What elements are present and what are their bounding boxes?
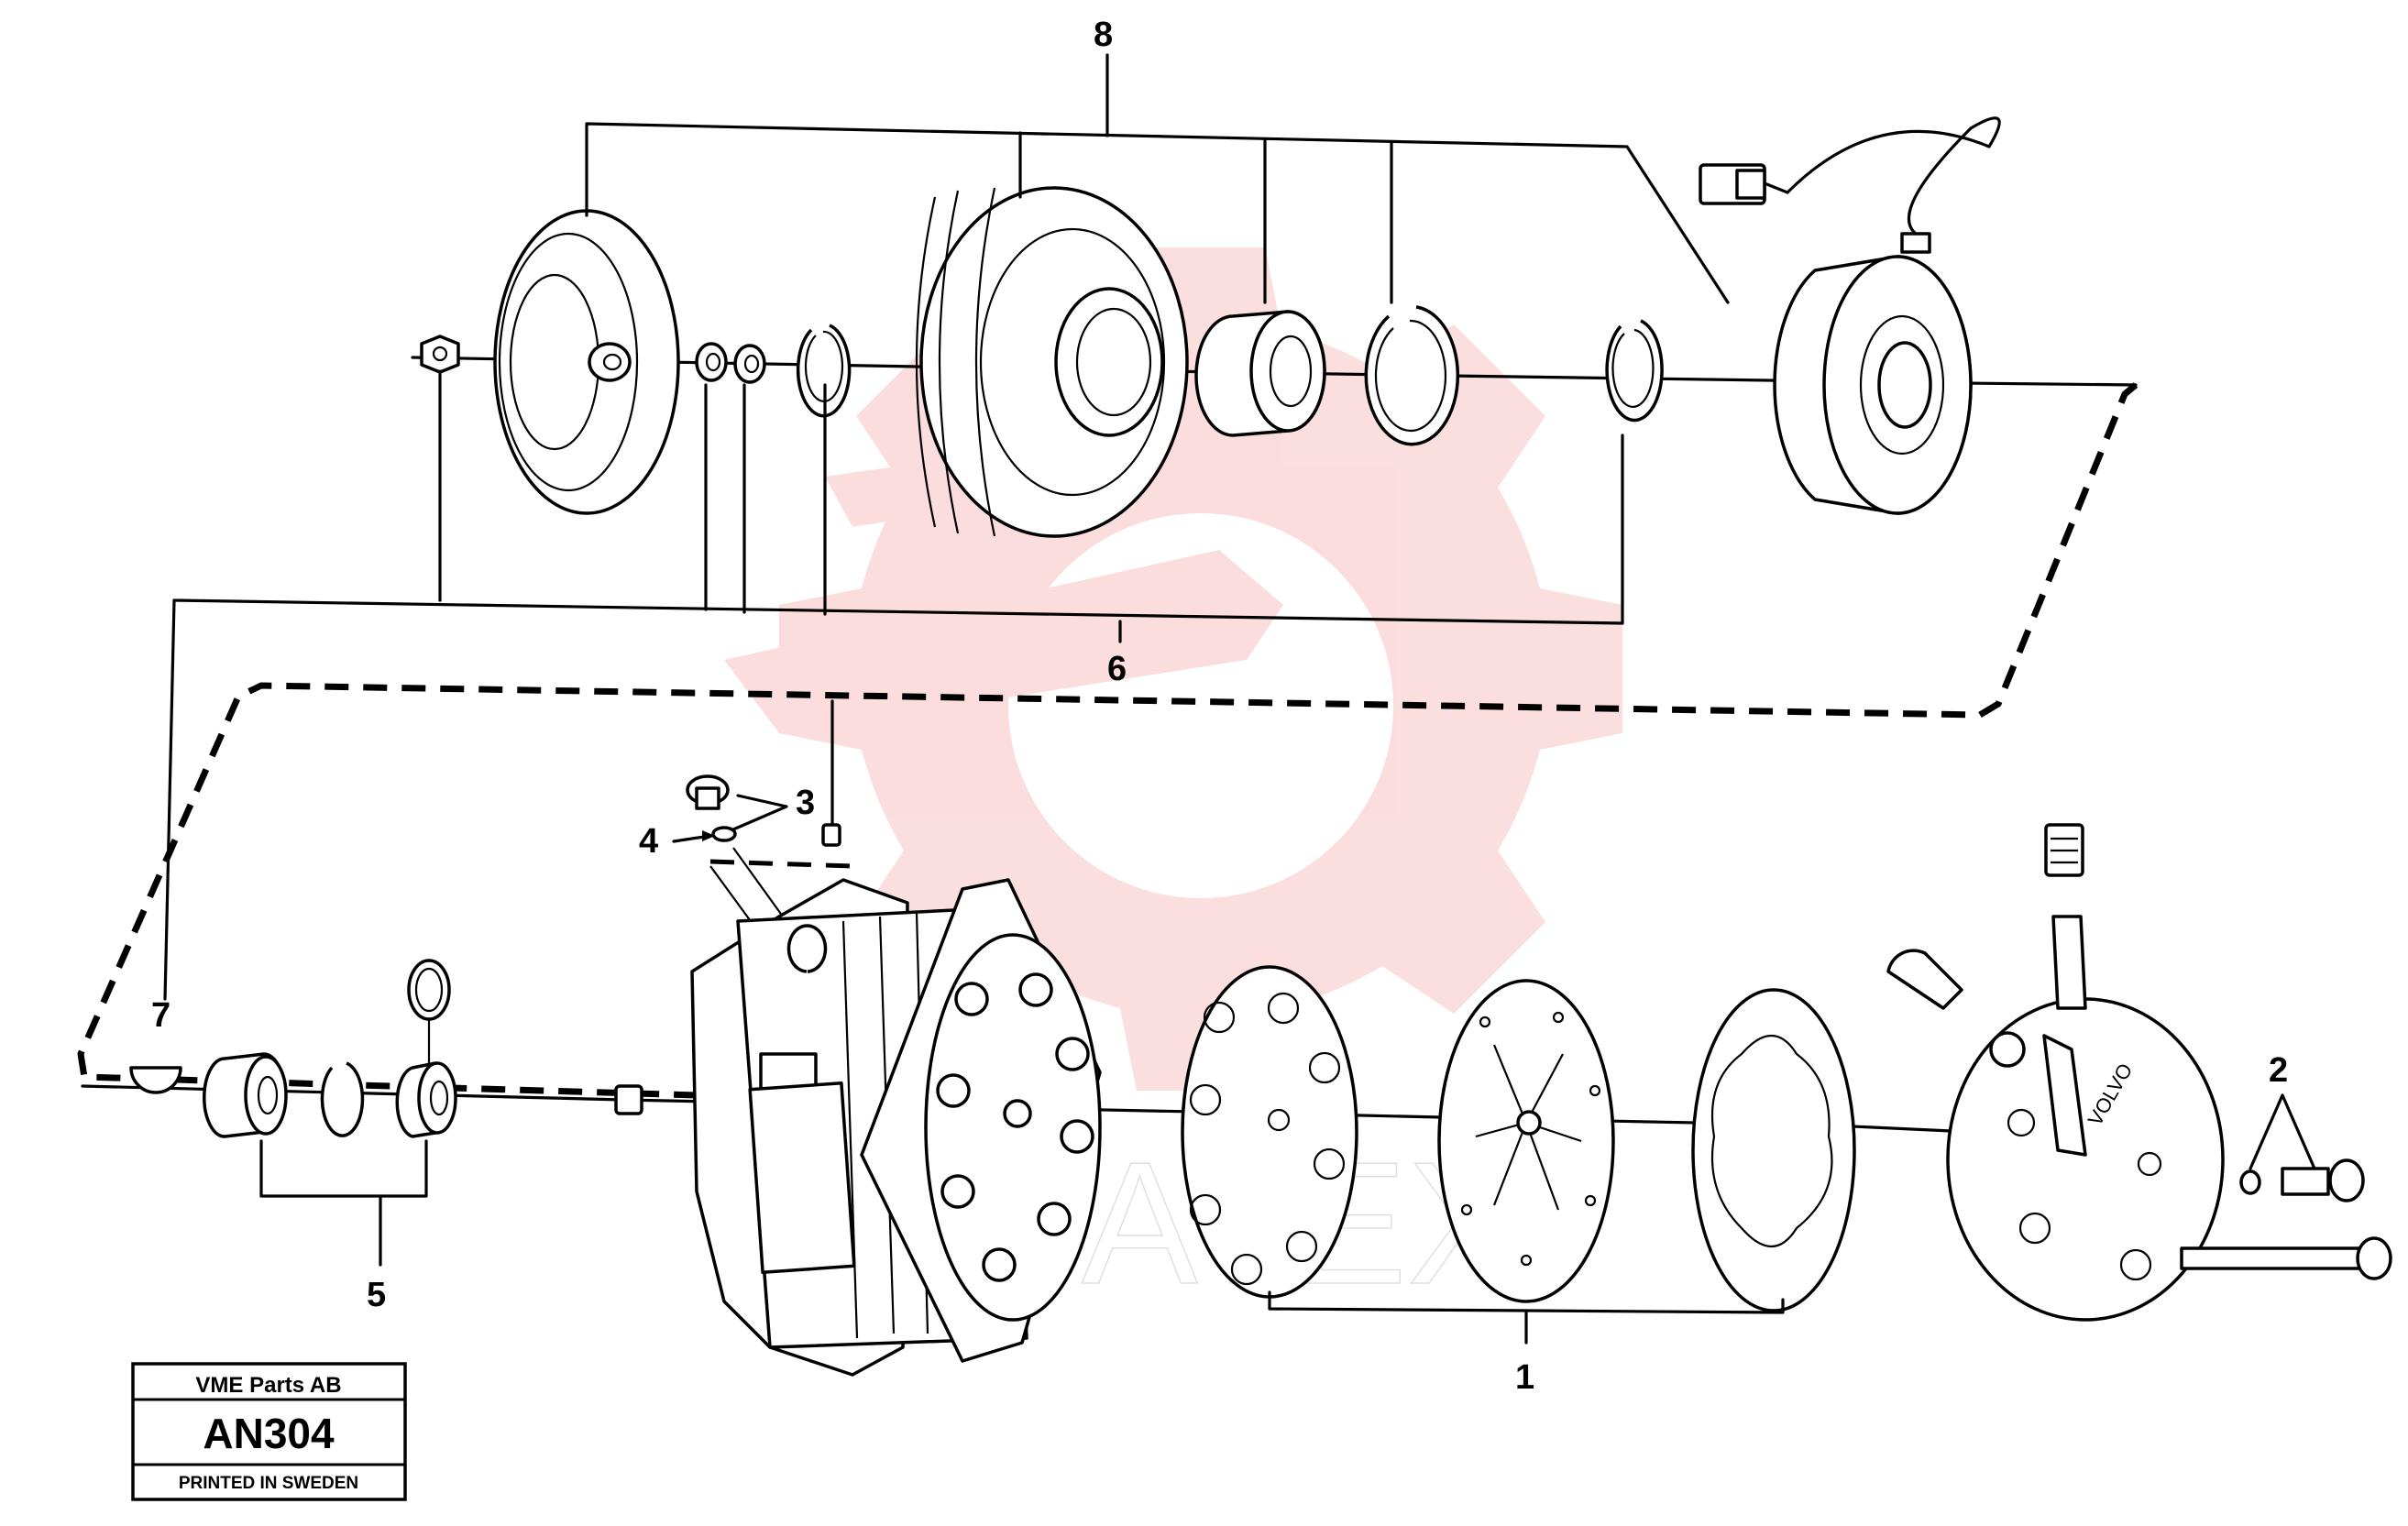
field-coil-icon <box>1773 116 2001 515</box>
oil-plug-icon <box>686 774 730 810</box>
snap-ring-icon <box>796 324 852 418</box>
valve-small-icon <box>821 823 841 847</box>
callout-6-leader <box>163 369 1624 1001</box>
callout-4-arrowhead <box>702 830 715 841</box>
stamp-footer: PRINTED IN SWEDEN <box>179 1474 358 1493</box>
retaining-ring-icon <box>1364 305 1460 446</box>
callout-8: 8 <box>1094 16 1113 54</box>
clutch-drive-plate-icon <box>493 209 680 515</box>
seal-seat-icon <box>395 1061 457 1138</box>
nut-icon <box>420 335 460 374</box>
connector-icon <box>1699 163 1789 205</box>
cylinder-head-icon: VOLVO <box>1886 823 2225 1322</box>
woodruff-key-icon <box>129 1066 182 1094</box>
bearing-icon <box>1194 310 1326 437</box>
callout-8-leader <box>585 53 1730 304</box>
bolt-long-icon <box>2180 1236 2392 1280</box>
callout-6: 6 <box>1107 650 1127 688</box>
callout-5: 5 <box>367 1276 386 1314</box>
plug-dashed-bracket <box>709 859 853 869</box>
pulley-icon <box>915 186 1189 538</box>
callout-3: 3 <box>796 784 815 822</box>
seal-bushing-icon <box>203 1052 288 1138</box>
assembly-boundary-dashed <box>77 382 2139 1099</box>
reed-valve-plate-icon <box>1437 979 1615 1303</box>
snap-ring-icon <box>1605 319 1664 423</box>
bolt-short-icon <box>2239 1158 2365 1202</box>
callout-2: 2 <box>2269 1051 2288 1090</box>
callout-3-leader <box>731 794 788 831</box>
callout-1-leader <box>1268 1290 1785 1345</box>
callout-5-leader <box>259 1139 428 1267</box>
callout-4: 4 <box>639 822 658 861</box>
shim-icon <box>733 344 766 384</box>
stamp-code: AN304 <box>203 1410 335 1457</box>
callout-1: 1 <box>1515 1358 1534 1397</box>
o-ring-small-icon <box>711 826 737 842</box>
stamp-company: VME Parts AB <box>195 1373 341 1398</box>
gasket-icon <box>1691 988 1856 1312</box>
valve-plate-icon <box>1181 965 1358 1299</box>
o-ring-icon <box>407 959 451 1063</box>
compressor-body-icon <box>614 878 1102 1377</box>
callout-7: 7 <box>151 996 170 1035</box>
snap-ring-icon <box>320 1061 365 1137</box>
callout-2-leader <box>2249 1093 2316 1170</box>
shim-icon <box>695 342 728 382</box>
stamp-box: VME Parts AB AN304 PRINTED IN SWEDEN <box>131 1362 407 1501</box>
